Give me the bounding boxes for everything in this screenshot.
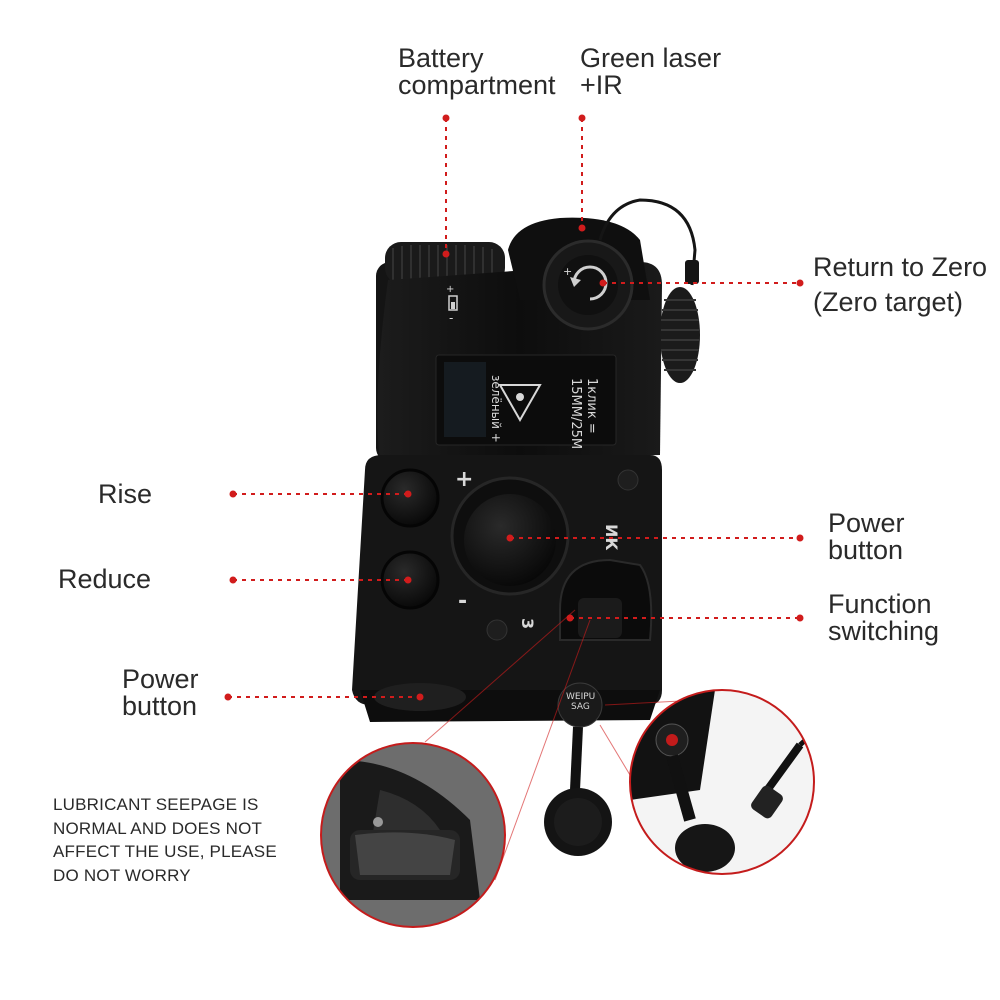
note-line3: AFFECT THE USE, PLEASE — [53, 842, 277, 861]
label-green-laser: Green laser +IR — [580, 45, 721, 99]
label-battery-line2: compartment — [398, 70, 556, 100]
rise-button[interactable] — [380, 468, 440, 528]
label-battery-compartment: Battery compartment — [398, 45, 556, 99]
note-line4: DO NOT WORRY — [53, 865, 191, 885]
zoom-detail-lubricant — [320, 609, 591, 928]
svg-text:1клик =: 1клик = — [584, 378, 599, 434]
label-return-to-zero: Return to Zero (Zero target) — [813, 250, 987, 320]
label-power-left-line1: Power — [122, 664, 199, 694]
lubricant-note: LUBRICANT SEEPAGE IS NORMAL AND DOES NOT… — [53, 793, 323, 887]
laser-device: + + - зелёный + 1клик = 15ММ/25М + - — [352, 198, 700, 856]
leader-dots — [224, 114, 804, 701]
svg-text:-: - — [458, 589, 467, 614]
svg-text:-: - — [449, 311, 453, 325]
label-zero-line1: Return to Zero — [813, 252, 988, 282]
svg-text:WEIPU: WEIPU — [566, 692, 595, 702]
svg-text:SAG: SAG — [571, 702, 590, 712]
svg-text:15ММ/25М: 15ММ/25М — [568, 378, 583, 449]
svg-text:зелёный +: зелёный + — [489, 375, 503, 443]
label-laser-line1: Green laser — [580, 43, 722, 73]
label-power-button-left: Power button — [122, 666, 199, 720]
connector-port — [557, 682, 603, 728]
label-power-left-line2: button — [122, 691, 198, 721]
windage-knob — [660, 287, 700, 383]
svg-text:3: 3 — [518, 618, 537, 629]
zoom-detail-connector — [599, 689, 815, 875]
label-function-switching: Function switching — [828, 591, 939, 645]
label-laser-line2: +IR — [580, 70, 623, 100]
label-power-right-line2: button — [828, 535, 904, 565]
label-function-line1: Function — [828, 589, 932, 619]
label-power-right-line1: Power — [828, 508, 905, 538]
note-line2: NORMAL AND DOES NOT — [53, 818, 263, 838]
label-battery-line1: Battery — [398, 43, 484, 73]
label-reduce: Reduce — [58, 564, 152, 594]
svg-text:+: + — [455, 467, 473, 492]
label-function-line2: switching — [828, 616, 940, 646]
svg-text:+: + — [446, 284, 454, 295]
svg-text:+: + — [563, 265, 572, 278]
label-power-button-right: Power button — [828, 510, 905, 564]
label-rise: Rise — [98, 479, 153, 509]
leader-lines — [228, 118, 800, 698]
note-line1: LUBRICANT SEEPAGE IS — [53, 795, 259, 814]
label-zero-line2: (Zero target) — [813, 287, 964, 317]
